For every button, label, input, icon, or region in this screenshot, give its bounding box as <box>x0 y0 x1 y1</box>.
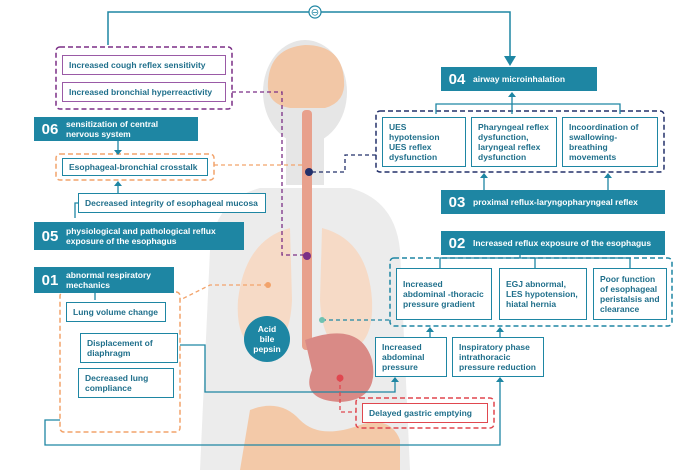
minus-symbol: ⊖ <box>311 8 319 19</box>
link-cns-esophagus <box>232 91 306 256</box>
intestine-shape <box>240 405 400 470</box>
ues-box: UES hypotension UES reflex dysfunction <box>382 117 466 167</box>
abd-pressure-label: Increased abdominal pressure <box>382 342 425 372</box>
abd-pressure-box: Increased abdominal pressure <box>375 337 447 377</box>
node-03-label: proximal reflux-laryngopharyngeal reflex <box>473 197 638 207</box>
gastric-emptying-box: Delayed gastric emptying <box>362 403 488 423</box>
mucosa-box: Decreased integrity of esophageal mucosa <box>78 193 266 213</box>
egj-label: EGJ abnormal, LES hypotension, hiatal he… <box>506 279 578 309</box>
diaphragm-box: Displacement of diaphragm <box>80 333 178 363</box>
ues-label: UES hypotension UES reflex dysfunction <box>389 122 440 162</box>
crosstalk-box: Esophageal-bronchial crosstalk <box>62 158 208 176</box>
cough-sensitivity-box: Increased cough reflex sensitivity <box>62 55 226 75</box>
inspiratory-label: Inspiratory phase intrathoracic pressure… <box>459 342 536 372</box>
node-02-label: Increased reflux exposure of the esophag… <box>473 238 652 248</box>
link-lung-respiratory <box>179 284 268 301</box>
lung-marker <box>265 282 271 288</box>
node-06-number: 06 <box>41 120 59 138</box>
node-05-badge: 05 physiological and pathological reflux… <box>34 222 244 250</box>
esophagus-marker <box>303 252 311 260</box>
node-06-badge: 06 sensitization of central nervous syst… <box>34 117 198 141</box>
incoordination-box: Incoordination of swallowing-breathing m… <box>562 117 658 167</box>
crosstalk-frame <box>55 153 215 181</box>
pharyngeal-label: Pharyngeal reflex dysfunction, laryngeal… <box>478 122 549 162</box>
node-05-label: physiological and pathological reflux ex… <box>66 226 216 246</box>
node-01-number: 01 <box>41 271 59 289</box>
link-diaphragm-abdpressure <box>180 344 396 393</box>
mucosa-label: Decreased integrity of esophageal mucosa <box>85 198 258 208</box>
top-feedback-arrowhead <box>504 56 516 66</box>
gastric-frame <box>355 397 495 429</box>
link-compliance-inspiratory <box>44 378 501 446</box>
bronchial-hyperreactivity-box: Increased bronchial hyperreactivity <box>62 82 226 102</box>
brain-shape <box>267 45 345 108</box>
node-06-label: sensitization of central nervous system <box>66 119 159 139</box>
crosstalk-label: Esophageal-bronchial crosstalk <box>69 162 198 172</box>
stomach-shape <box>305 333 374 402</box>
link-ues-esophagus <box>310 154 376 173</box>
pharyngeal-box: Pharyngeal reflex dysfunction, laryngeal… <box>471 117 557 167</box>
diaphragm-label: Displacement of diaphragm <box>87 338 153 358</box>
node-01-badge: 01 abnormal respiratory mechanics <box>34 267 174 293</box>
arrowhead-abd-thoracic-2 <box>496 327 504 332</box>
arrowhead-inspiratory <box>496 377 504 382</box>
ues-marker <box>305 168 313 176</box>
arrowhead-03a <box>480 173 488 178</box>
stomach-marker <box>336 374 344 382</box>
arrowhead-abdpressure <box>391 377 399 382</box>
arrowhead-mucosa <box>114 181 122 186</box>
esophagus-shape <box>302 110 312 350</box>
gastric-emptying-label: Delayed gastric emptying <box>369 408 472 418</box>
cough-sensitivity-label: Increased cough reflex sensitivity <box>69 60 206 70</box>
abd-thoracic-label: Increased abdominal -thoracic pressure g… <box>403 279 484 309</box>
arrowhead-04 <box>508 92 516 97</box>
node-02-badge: 02 Increased reflux exposure of the esop… <box>441 231 665 255</box>
peristalsis-box: Poor function of esophageal peristalsis … <box>593 268 667 320</box>
peristalsis-label: Poor function of esophageal peristalsis … <box>600 274 660 314</box>
lung-volume-box: Lung volume change <box>66 302 166 322</box>
bronchial-hyperreactivity-label: Increased bronchial hyperreactivity <box>69 87 213 97</box>
node-03-number: 03 <box>448 193 466 211</box>
arrowhead-03b <box>604 173 612 178</box>
compliance-box: Decreased lung compliance <box>78 368 174 398</box>
node-02-number: 02 <box>448 234 466 252</box>
egj-marker <box>319 317 325 323</box>
lung-volume-label: Lung volume change <box>73 307 159 317</box>
compliance-label: Decreased lung compliance <box>85 373 149 393</box>
link-03-microinhalation <box>483 174 609 190</box>
node-01-label: abnormal respiratory mechanics <box>66 270 152 290</box>
incoordination-label: Incoordination of swallowing-breathing m… <box>569 122 639 162</box>
node-04-label: airway microinhalation <box>473 74 566 84</box>
cns-frame <box>55 46 233 110</box>
microinhalation-frame <box>375 110 665 173</box>
node-05-number: 05 <box>41 227 59 245</box>
egj-box: EGJ abnormal, LES hypotension, hiatal he… <box>499 268 587 320</box>
node-03-badge: 03 proximal reflux-laryngopharyngeal ref… <box>441 190 665 214</box>
arrowhead-abd-thoracic <box>426 327 434 332</box>
arrowhead-crosstalk <box>114 150 122 155</box>
node-04-badge: 04 airway microinhalation <box>441 67 597 91</box>
acid-bile-pepsin-circle: Acid bile pepsin <box>244 316 290 362</box>
node-04-number: 04 <box>448 70 466 88</box>
abd-thoracic-box: Increased abdominal -thoracic pressure g… <box>396 268 492 320</box>
inspiratory-box: Inspiratory phase intrathoracic pressure… <box>452 337 544 377</box>
acid-bile-pepsin-label: Acid bile pepsin <box>253 324 281 354</box>
link-stomach-gastric <box>339 378 356 413</box>
minus-circle <box>308 5 322 19</box>
